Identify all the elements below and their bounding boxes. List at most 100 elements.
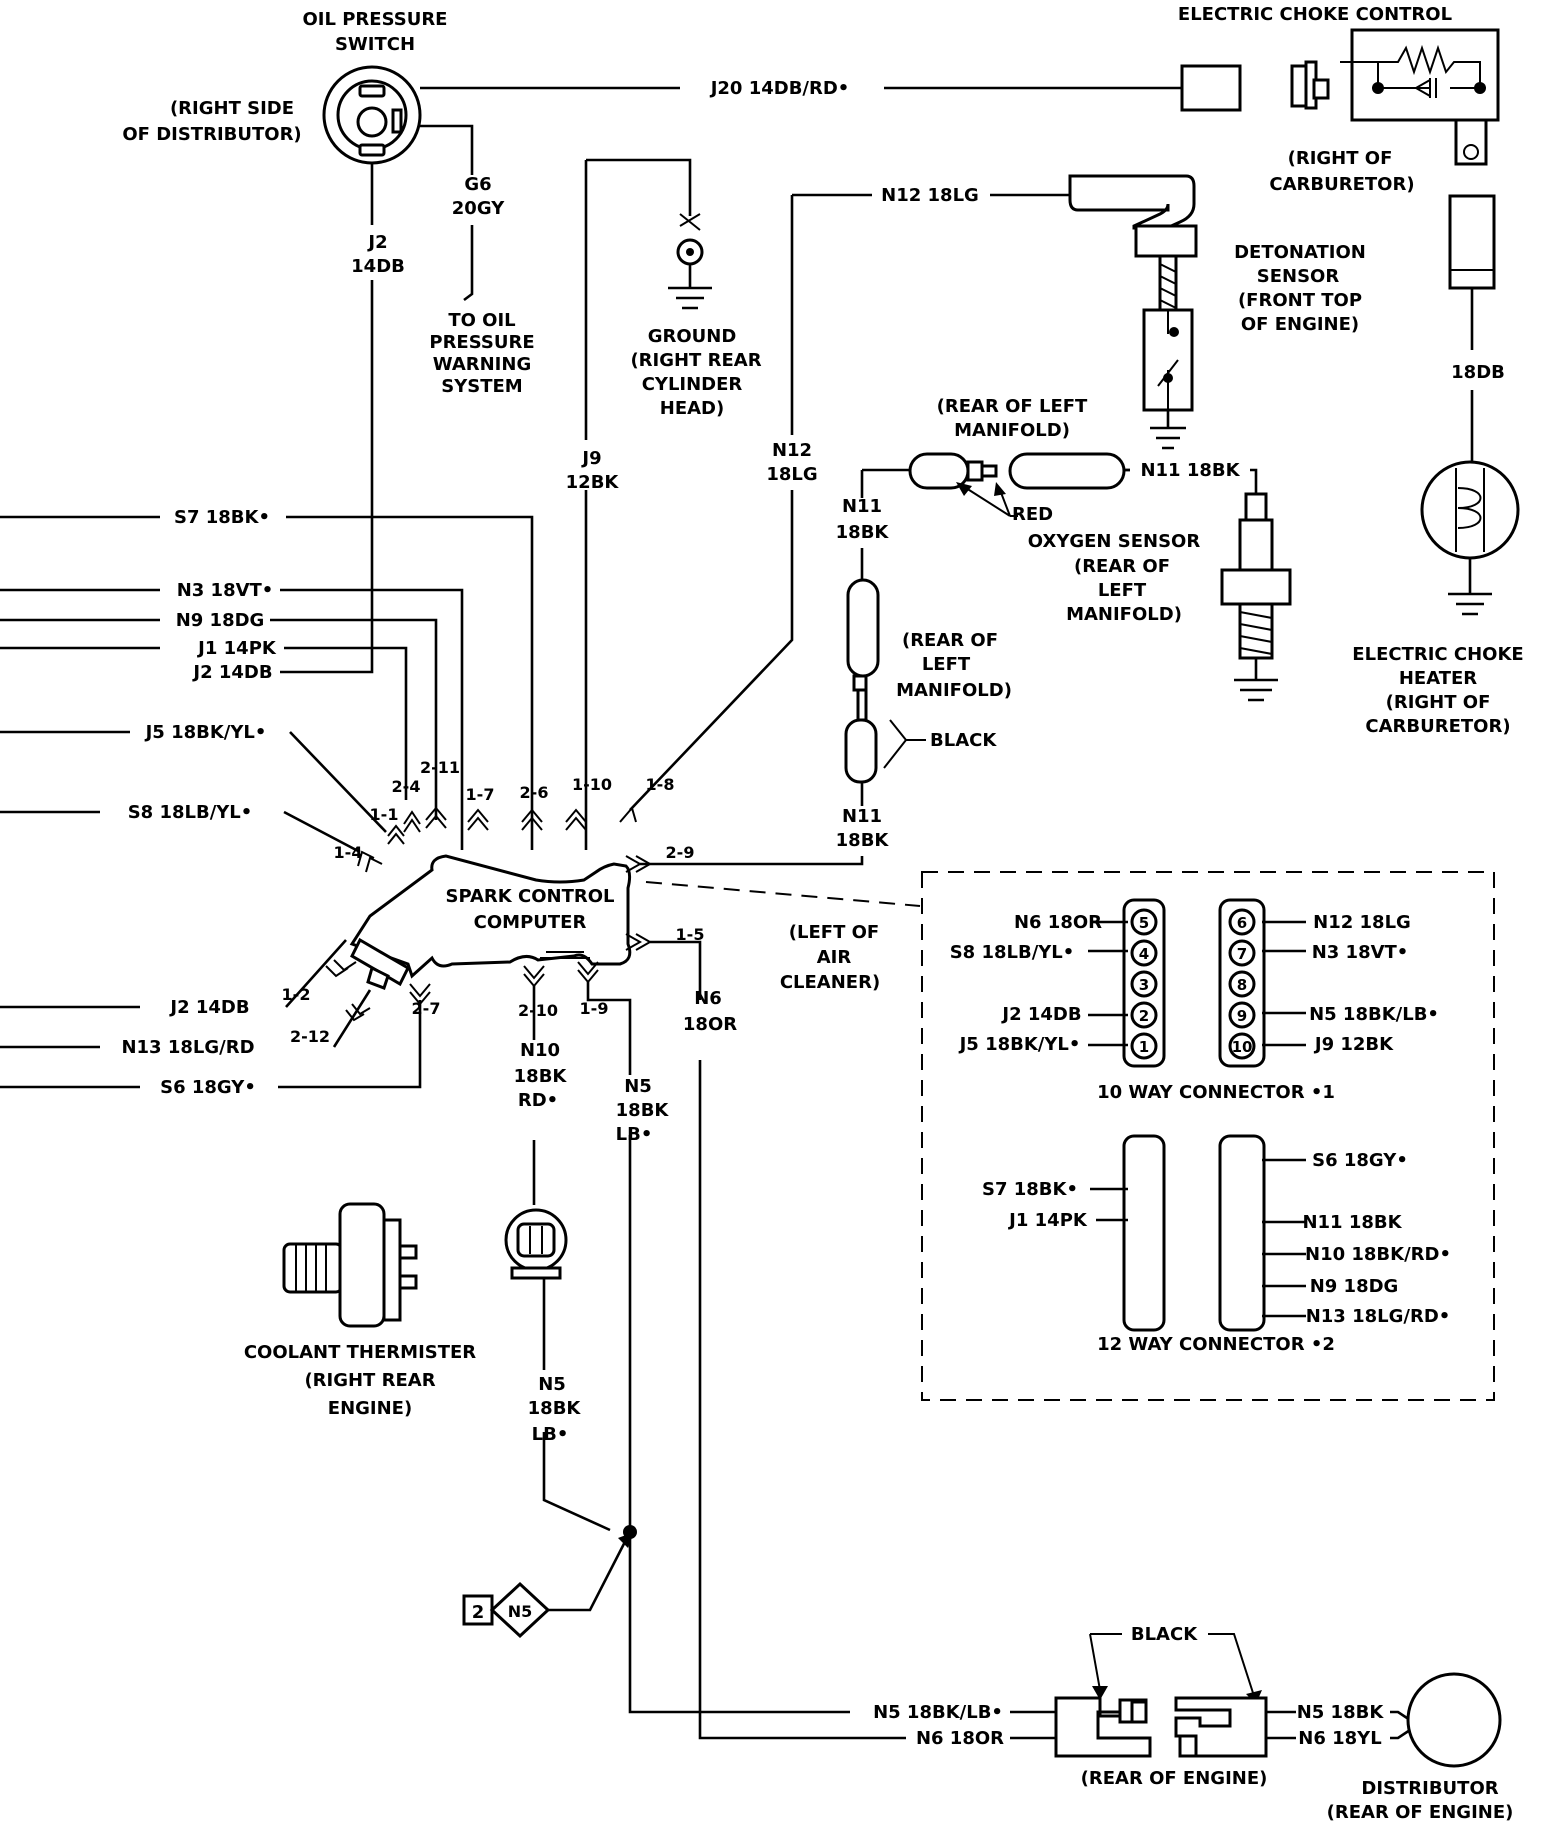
c1-left-label-n6: N6 18OR xyxy=(1014,912,1102,933)
left-manifold-location-3: MANIFOLD) xyxy=(896,680,1012,701)
wire-g6-label-2: 20GY xyxy=(452,198,505,219)
oxygen-sensor-text-2: (REAR OF xyxy=(1074,556,1170,577)
wire-g6-label-1: G6 xyxy=(464,174,491,195)
wire-n10-label-3: RD• xyxy=(518,1090,558,1111)
pin-2-4: 2-4 xyxy=(392,777,421,796)
wire-n6-bottom-label: N6 18OR xyxy=(916,1728,1004,1749)
electric-choke-heater xyxy=(1420,460,1520,616)
pin-2-11: 2-11 xyxy=(420,758,460,777)
c1-right-label-n5: N5 18BK/LB• xyxy=(1309,1004,1439,1025)
c1-right-pin-9 xyxy=(1228,1001,1256,1029)
c1-right-pin-label-7: 7 xyxy=(1237,945,1247,963)
c1-right-label-j9: J9 12BK xyxy=(1313,1034,1394,1055)
wire-s7-label: S7 18BK• xyxy=(174,507,270,528)
choke-control-location-1: (RIGHT OF xyxy=(1288,148,1393,169)
choke-heater-text-3: (RIGHT OF xyxy=(1386,692,1491,713)
oil-pressure-switch-location-2: OF DISTRIBUTOR) xyxy=(122,124,301,145)
pin-1-9: 1-9 xyxy=(580,999,609,1018)
c2-right-label-n13: N13 18LG/RD• xyxy=(1306,1306,1451,1327)
wire-18db-label: 18DB xyxy=(1451,362,1505,383)
oil-pressure-switch-title-2: SWITCH xyxy=(335,34,415,55)
o2-connector-location-2: MANIFOLD) xyxy=(954,420,1070,441)
connector1-left-wires xyxy=(1088,920,1128,1047)
scc-location-3: CLEANER) xyxy=(780,972,880,993)
wire-n11-low-label-1: N11 xyxy=(842,806,882,827)
scc-location-1: (LEFT OF xyxy=(789,922,879,943)
ground-symbol xyxy=(668,213,712,310)
c1-right-label-n3: N3 18VT• xyxy=(1312,942,1409,963)
wire-n6-vert-label-2: 18OR xyxy=(683,1014,737,1035)
c2-right-label-s6: S6 18GY• xyxy=(1312,1150,1408,1171)
wire-j5-label: J5 18BK/YL• xyxy=(144,722,267,743)
wire-j2-top-label-2: 14DB xyxy=(351,256,405,277)
connector2-title: 12 WAY CONNECTOR •2 xyxy=(1097,1334,1335,1355)
wire-n11-left-label-2: 18BK xyxy=(836,522,890,543)
left-manifold-connector xyxy=(844,578,880,784)
wire-j20-label: J20 14DB/RD• xyxy=(709,78,850,99)
o2-red-label: RED xyxy=(1012,504,1053,525)
scc-location-2: AIR xyxy=(817,947,852,968)
wire-n5-low-label-3: LB• xyxy=(532,1424,569,1445)
c2-left-label-j1: J1 14PK xyxy=(1007,1210,1088,1231)
c1-left-pin-label-1: 1 xyxy=(1139,1038,1149,1056)
wire-n5-vert-label-3: LB• xyxy=(616,1124,653,1145)
wire-j2-top-label-1: J2 xyxy=(366,232,387,253)
o2-inline-connector xyxy=(908,452,1130,490)
wire-n11-low-label-2: 18BK xyxy=(836,830,890,851)
coolant-thermister-text-3: ENGINE) xyxy=(328,1398,412,1419)
c2-right-label-n10: N10 18BK/RD• xyxy=(1305,1244,1451,1265)
distributor xyxy=(1406,1672,1502,1768)
c2-right-label-n9: N9 18DG xyxy=(1310,1276,1399,1297)
oil-warning-text-1: TO OIL xyxy=(448,310,515,331)
wire-n12-vert-label-2: 18LG xyxy=(766,464,817,485)
scc-title-1: SPARK CONTROL xyxy=(446,886,615,907)
oxygen-sensor xyxy=(1220,492,1292,702)
c1-left-label-s8: S8 18LB/YL• xyxy=(950,942,1075,963)
wire-n5-low-label-2: 18BK xyxy=(528,1398,582,1419)
wire-n5-vert-label-2: 18BK xyxy=(616,1100,670,1121)
choke-heater-text-2: HEATER xyxy=(1399,668,1477,689)
detonation-sensor xyxy=(1068,174,1198,450)
rear-engine-connector xyxy=(1054,1696,1268,1758)
choke-control-body xyxy=(1180,28,1500,166)
c1-left-pin-label-5: 5 xyxy=(1139,914,1149,932)
c1-left-label-j5: J5 18BK/YL• xyxy=(958,1034,1081,1055)
ground-text-4: HEAD) xyxy=(660,398,724,419)
c1-right-pin-6 xyxy=(1228,908,1256,936)
ground-text-3: CYLINDER xyxy=(642,374,743,395)
detonation-sensor-text-2: SENSOR xyxy=(1257,266,1340,287)
c1-right-pin-10 xyxy=(1228,1032,1256,1060)
pin-1-4: 1-4 xyxy=(334,843,363,862)
wire-s6-label: S6 18GY• xyxy=(160,1077,256,1098)
detonation-sensor-text-4: OF ENGINE) xyxy=(1241,314,1359,335)
c1-right-pin-8 xyxy=(1228,970,1256,998)
c1-left-pin-label-2: 2 xyxy=(1139,1007,1149,1025)
wire-n3-label: N3 18VT• xyxy=(177,580,274,601)
connector1-title: 10 WAY CONNECTOR •1 xyxy=(1097,1082,1335,1103)
c1-right-pin-label-10: 10 xyxy=(1232,1038,1253,1056)
connector2-right-wires xyxy=(1262,1158,1306,1318)
c1-left-pin-3 xyxy=(1130,970,1158,998)
connector2-right-body xyxy=(1218,1134,1266,1332)
wire-n5-low-label-1: N5 xyxy=(538,1374,566,1395)
wire-n11-right-label: N11 18BK xyxy=(1140,460,1240,481)
wire-n12-top-label: N12 18LG xyxy=(881,185,979,206)
pin-2-6: 2-6 xyxy=(520,783,549,802)
c1-right-pin-label-9: 9 xyxy=(1237,1007,1247,1025)
choke-heater-text-1: ELECTRIC CHOKE xyxy=(1352,644,1523,665)
splice-ref-code: N5 xyxy=(508,1602,533,1621)
oxygen-sensor-text-4: MANIFOLD) xyxy=(1066,604,1182,625)
choke-control-title: ELECTRIC CHOKE CONTROL xyxy=(1178,4,1452,25)
pin-1-5: 1-5 xyxy=(676,925,705,944)
wire-s8-label: S8 18LB/YL• xyxy=(128,802,253,823)
c1-left-pin-4 xyxy=(1130,939,1158,967)
pin-2-12: 2-12 xyxy=(290,1027,330,1046)
ground-text-2: (RIGHT REAR xyxy=(630,350,761,371)
detonation-sensor-text-1: DETONATION xyxy=(1234,242,1366,263)
wire-n5-dist-label: N5 18BK xyxy=(1297,1702,1385,1723)
c1-left-pin-2 xyxy=(1130,1001,1158,1029)
oxygen-sensor-text-1: OXYGEN SENSOR xyxy=(1028,531,1201,552)
left-manifold-black-label: BLACK xyxy=(930,730,997,751)
connector2-left-body xyxy=(1122,1134,1166,1332)
